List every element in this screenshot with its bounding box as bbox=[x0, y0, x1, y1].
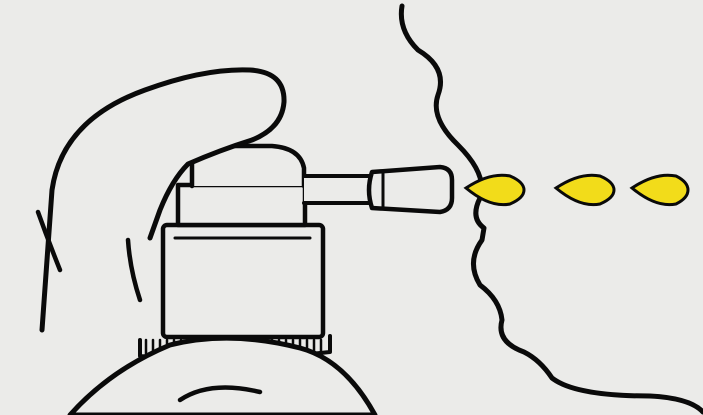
droplets bbox=[466, 175, 688, 204]
bottle-neck bbox=[178, 185, 305, 225]
bottle-body bbox=[163, 225, 323, 337]
spray-nozzle bbox=[369, 167, 452, 212]
spray-tube bbox=[304, 176, 370, 203]
